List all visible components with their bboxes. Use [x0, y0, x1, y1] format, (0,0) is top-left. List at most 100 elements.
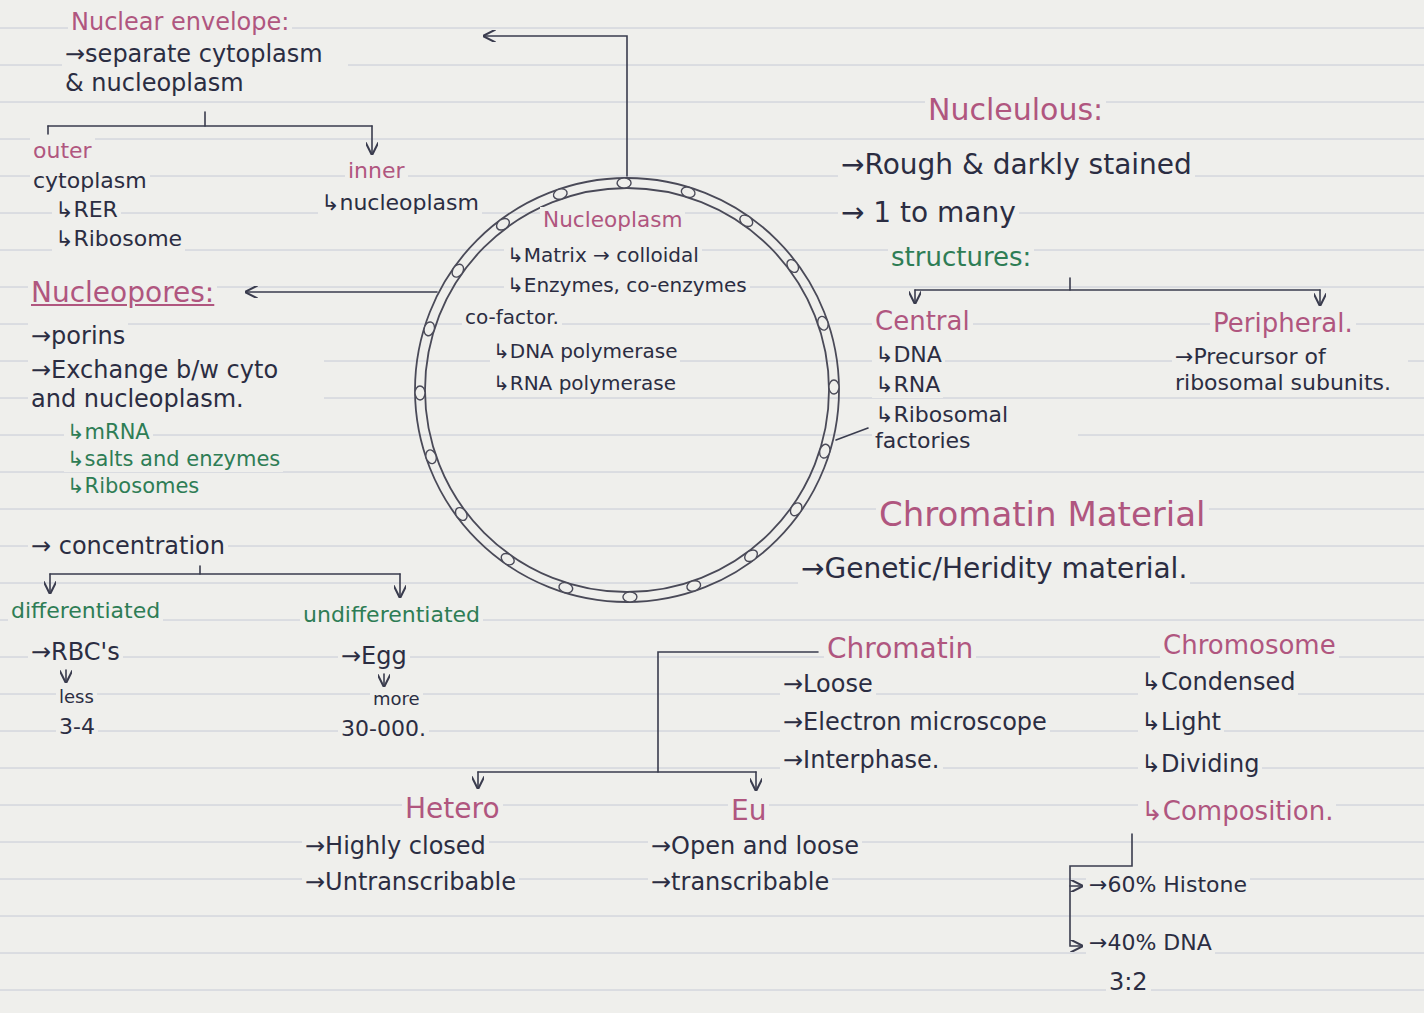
nuclear-pore — [785, 257, 801, 274]
bracket-line — [50, 573, 400, 575]
nucleus-circle: Nucleoplasm ↳Matrix → colloidal ↳Enzymes, … — [412, 175, 842, 605]
bracket-arrow — [914, 290, 916, 303]
nucleus-text: ↳Matrix → colloidal — [504, 243, 702, 267]
nuclear-pore — [499, 551, 516, 567]
envelope-membrane — [425, 188, 829, 592]
bracket-line — [47, 126, 49, 134]
note-text: ↳Dividing — [1138, 750, 1262, 779]
bracket-line — [204, 112, 206, 126]
note-text: →Highly closed — [302, 832, 489, 861]
nucleus-text: ↳Enzymes, co-enzymes — [504, 273, 750, 297]
nuclear-pore — [680, 185, 696, 199]
nuclear-pore — [494, 216, 511, 232]
bracket-arrow — [1319, 290, 1321, 305]
note-text: 3-4 — [56, 714, 98, 740]
note-text: →Precursor of ribosomal subunits. — [1172, 344, 1408, 397]
note-text: ↳Condensed — [1138, 668, 1298, 697]
ruled-line — [0, 250, 1424, 251]
note-text: →Exchange b/w cyto and nucleoplasm. — [28, 356, 324, 414]
note-text: ↳Ribosomal factories — [872, 402, 1078, 455]
ruled-line — [0, 213, 1424, 214]
note-text: → 1 to many — [838, 196, 1019, 230]
note-text: ↳DNA — [872, 342, 945, 368]
note-text: →Rough & darkly stained — [838, 148, 1195, 182]
heading-text: Eu — [728, 794, 769, 828]
heading-text: inner — [345, 158, 408, 184]
heading-text: Chromosome — [1160, 630, 1339, 661]
heading-text: Nucleulous: — [925, 92, 1106, 128]
bracket-arrow — [49, 574, 51, 593]
small-arrow — [65, 670, 67, 682]
heading-text: Chromatin — [824, 632, 976, 666]
note-text: →Genetic/Heridity material. — [798, 552, 1190, 586]
heading-text: ↳Composition. — [1138, 796, 1336, 827]
heading-text: Peripheral. — [1210, 308, 1356, 339]
nuclear-pore — [617, 178, 631, 188]
note-text: structures: — [888, 242, 1034, 273]
ruled-lines — [0, 28, 1424, 990]
bracket-line — [1069, 278, 1071, 290]
note-text: →separate cytoplasm & nucleoplasm — [62, 40, 348, 98]
nuclear-pore — [422, 321, 436, 337]
note-text: ↳RER — [52, 197, 121, 223]
nuclear-pore — [623, 592, 637, 602]
note-text: ↳mRNA — [64, 420, 153, 445]
nuclear-pore — [558, 581, 574, 595]
nuclear-pore — [552, 187, 568, 201]
ruled-line — [0, 990, 1424, 991]
bracket-arrow — [477, 772, 479, 788]
ruled-line — [0, 509, 1424, 510]
note-text: ↳Ribosomes — [64, 474, 202, 499]
nuclear-pore — [738, 213, 755, 229]
note-text: →transcribable — [648, 868, 832, 897]
envelope-membrane — [415, 178, 839, 602]
note-text: cytoplasm — [30, 168, 150, 194]
nucleus-text: co-factor. — [462, 305, 562, 329]
nucleus-text: ↳DNA polymerase — [490, 339, 680, 363]
ruled-line — [0, 916, 1424, 917]
note-text: ↳Light — [1138, 708, 1224, 737]
note-text: →Loose — [780, 670, 876, 699]
note-text: →porins — [28, 322, 128, 351]
bracket-line — [199, 566, 201, 574]
note-text: 3:2 — [1106, 968, 1151, 997]
bracket-arrow — [399, 574, 401, 597]
ruled-line — [0, 102, 1424, 103]
note-text: →Egg — [338, 642, 410, 671]
nuclear-pore — [453, 505, 469, 522]
leader-line — [836, 428, 868, 440]
note-text: →Electron microscope — [780, 708, 1050, 737]
ruled-line — [0, 176, 1424, 177]
nuclear-pore — [788, 501, 804, 518]
ruled-line — [0, 620, 1424, 621]
ruled-line — [0, 435, 1424, 436]
nuclear-pore — [818, 443, 832, 459]
note-text: undifferentiated — [300, 602, 483, 628]
heading-text: Nuclear envelope: — [68, 8, 292, 37]
nuclear-pore — [816, 315, 830, 331]
nucleus-text: Nucleoplasm — [540, 207, 685, 233]
nuclear-pore — [829, 380, 839, 394]
note-text: →RBC's — [28, 638, 123, 667]
note-text: ↳RNA — [872, 372, 943, 398]
note-text: →40% DNA — [1086, 930, 1215, 956]
note-text: more — [370, 688, 423, 710]
leader-arrow — [246, 291, 437, 293]
note-text: 30-000. — [338, 716, 429, 742]
note-text: ↳salts and enzymes — [64, 447, 283, 472]
note-text: ↳Ribosome — [52, 226, 185, 252]
bracket-arrow — [371, 126, 373, 154]
bracket-line — [915, 289, 1320, 291]
nuclear-pore — [686, 579, 702, 593]
nuclear-pore — [742, 548, 759, 564]
note-text: →60% Histone — [1086, 872, 1250, 898]
nuclear-pore — [415, 386, 425, 400]
nuclear-pore — [450, 262, 466, 279]
note-text: → concentration — [28, 532, 228, 561]
nucleus-text: ↳RNA polymerase — [490, 371, 679, 395]
bracket-line — [478, 771, 756, 773]
